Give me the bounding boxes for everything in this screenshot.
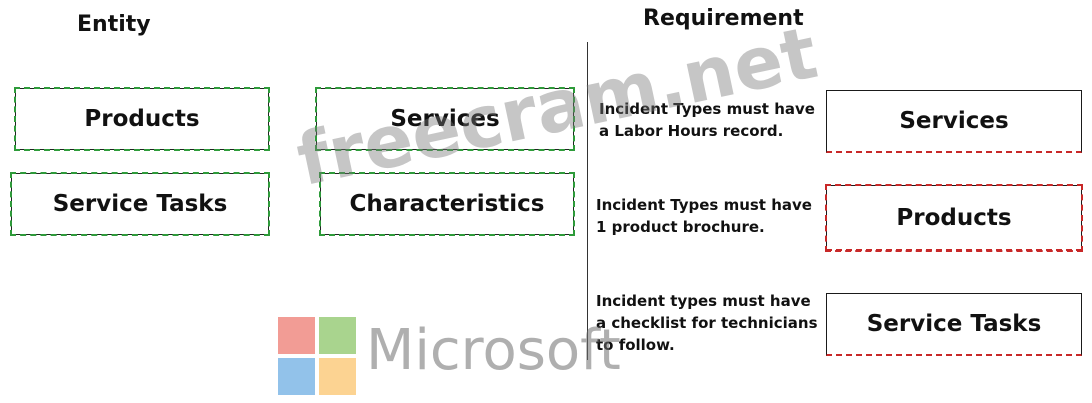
entity-label: Services — [390, 106, 500, 132]
answer-slot-1[interactable]: Services — [826, 90, 1082, 153]
entity-box-services[interactable]: Services — [315, 87, 575, 151]
answer-slot-2[interactable]: Products — [825, 184, 1083, 252]
requirement-heading: Requirement — [643, 6, 804, 31]
entity-box-service-tasks[interactable]: Service Tasks — [10, 172, 270, 236]
requirement-text-1: Incident Types must have a Labor Hours r… — [599, 100, 815, 140]
requirement-text-2: Incident Types must have 1 product broch… — [596, 196, 812, 236]
microsoft-logo-icon — [278, 317, 358, 397]
answer-slot-3[interactable]: Service Tasks — [826, 293, 1082, 356]
entity-box-characteristics[interactable]: Characteristics — [319, 172, 575, 236]
answer-label: Products — [896, 204, 1012, 231]
requirement-text-3: Incident types must have a checklist for… — [596, 292, 818, 354]
entity-box-products[interactable]: Products — [14, 87, 270, 151]
entity-label: Products — [84, 106, 200, 132]
logo-square-blue — [278, 358, 315, 395]
answer-label: Services — [899, 108, 1009, 134]
answer-label: Service Tasks — [866, 311, 1042, 337]
entity-label: Characteristics — [349, 191, 545, 217]
logo-square-green — [319, 317, 356, 354]
column-divider — [587, 42, 588, 360]
microsoft-wordmark: Microsoft — [366, 318, 621, 383]
logo-square-yellow — [319, 358, 356, 395]
logo-square-red — [278, 317, 315, 354]
entity-label: Service Tasks — [52, 191, 228, 217]
entity-heading: Entity — [77, 12, 151, 37]
